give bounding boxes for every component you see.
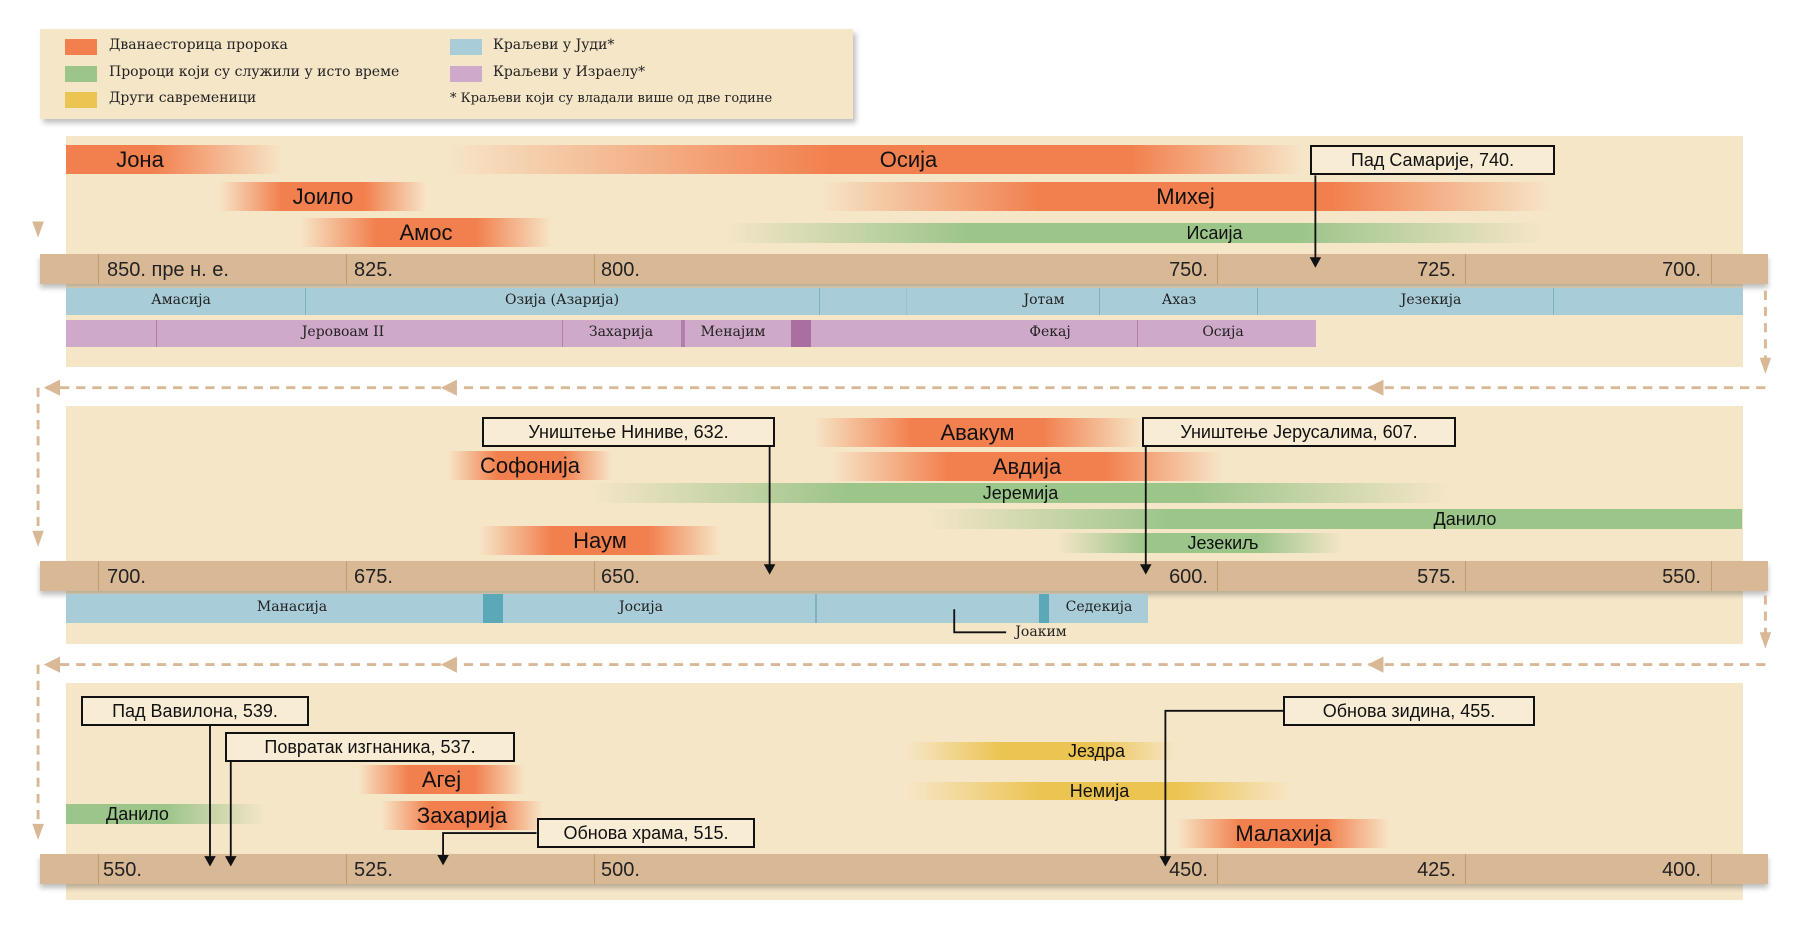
- tick-label: 725.: [1417, 259, 1456, 281]
- king-label: Манасија: [256, 599, 328, 615]
- king-label: Осија: [1202, 324, 1244, 340]
- king-label: Јотам: [1023, 292, 1065, 308]
- flow-arrowhead: [440, 656, 457, 673]
- flow-arrowhead: [32, 530, 44, 547]
- prophet-bar-haggai: Агеј: [358, 765, 525, 794]
- timeline-axis-3: 550. 525. 500. 450. 425. 400.: [40, 854, 1768, 884]
- prophet-bar-amos: Амос: [300, 218, 552, 247]
- event-walls-rebuilt: Обнова зидина, 455.: [1283, 696, 1535, 726]
- flow-arrowhead: [1367, 656, 1384, 673]
- king-label: Јосија: [619, 599, 663, 615]
- event-temple-rebuilt: Обнова храма, 515.: [537, 818, 755, 848]
- prophet-bar-zephaniah: Софонија: [448, 451, 612, 480]
- judah-kings-row-2: Манасија Јосија Седекија: [66, 594, 1148, 623]
- flow-arrowhead: [1367, 379, 1384, 396]
- king-label: Језекија: [1400, 292, 1462, 308]
- prophet-bar-daniel: Данило: [66, 804, 266, 824]
- prophet-bar-isaiah: Исаија: [721, 223, 1546, 243]
- tick-label: 675.: [354, 566, 393, 588]
- prophet-bar-hosea: Осија: [444, 145, 1304, 174]
- contemporary-bar-ezra: Јездра: [906, 741, 1177, 761]
- tick-label: 550.: [103, 859, 142, 881]
- tick-label: 850. пре н. е.: [107, 259, 229, 281]
- tick-label: 400.: [1662, 859, 1701, 881]
- prophet-bar-joel: Јоило: [219, 182, 427, 211]
- prophet-bar-ezekiel: Језекиљ: [1056, 533, 1344, 553]
- king-label: Амасија: [151, 292, 211, 308]
- legend-label: Краљеви у Јуди*: [493, 37, 615, 53]
- event-fall-of-babylon: Пад Вавилона, 539.: [81, 696, 309, 726]
- legend-label: Други савременици: [109, 90, 257, 106]
- legend: Дванаесторица пророка Пророци који су сл…: [40, 29, 853, 119]
- king-label: Озија (Азарија): [504, 292, 620, 308]
- flow-arrowhead: [1759, 357, 1772, 374]
- tick-label: 700.: [107, 566, 146, 588]
- tick-label: 425.: [1417, 859, 1456, 881]
- legend-swatch-twelve-prophets: [65, 39, 97, 55]
- tick-label: 575.: [1417, 566, 1456, 588]
- prophet-bar-malachi: Малахија: [1177, 819, 1390, 848]
- flow-arrowhead: [32, 823, 44, 840]
- tick-label: 500.: [601, 859, 640, 881]
- legend-label: Дванаесторица пророка: [109, 37, 288, 53]
- flow-arrowhead: [43, 656, 60, 673]
- legend-label: Пророци који су служили у исто време: [109, 64, 400, 80]
- king-label: Ахаз: [1161, 292, 1197, 308]
- prophet-bar-obadiah: Авдија: [831, 452, 1223, 481]
- event-fall-of-samaria: Пад Самарије, 740.: [1310, 145, 1555, 175]
- legend-swatch-other-contemporaries: [65, 92, 97, 108]
- prophet-bar-nahum: Наум: [479, 526, 721, 555]
- event-destruction-of-jerusalem: Уништење Јерусалима, 607.: [1142, 417, 1456, 447]
- tick-label: 450.: [1169, 859, 1208, 881]
- event-destruction-of-nineveh: Уништење Ниниве, 632.: [482, 417, 775, 447]
- tick-label: 525.: [354, 859, 393, 881]
- king-label: Менајим: [700, 324, 766, 340]
- prophet-bar-jeremiah: Јеремија: [588, 483, 1453, 503]
- king-label: Фекај: [1029, 324, 1071, 340]
- timeline-axis-1: 850. пре н. е. 825. 800. 750. 725. 700.: [40, 254, 1768, 284]
- judah-kings-row-1: Амасија Озија (Азарија) Јотам Ахаз Језек…: [66, 288, 1743, 315]
- prophet-bar-zechariah: Захарија: [381, 801, 543, 830]
- tick-label: 550.: [1662, 566, 1701, 588]
- legend-swatch-israel-kings: [450, 66, 482, 82]
- prophet-bar-jonah: Јона: [66, 145, 283, 174]
- prophet-bar-habakkuk: Авакум: [813, 418, 1142, 447]
- flow-arrowhead: [1759, 632, 1772, 649]
- tick-label: 600.: [1169, 566, 1208, 588]
- flow-arrowhead: [440, 379, 457, 396]
- king-label: Јеровоам II: [301, 324, 385, 340]
- tick-label: 650.: [601, 566, 640, 588]
- tick-label: 700.: [1662, 259, 1701, 281]
- tick-label: 750.: [1169, 259, 1208, 281]
- legend-swatch-contemporary-prophets: [65, 66, 97, 82]
- flow-arrowhead: [43, 379, 60, 396]
- king-label: Захарија: [588, 324, 654, 340]
- tick-label: 825.: [354, 259, 393, 281]
- timeline-axis-2: 700. 675. 650. 600. 575. 550.: [40, 561, 1768, 591]
- king-label-jehoiakim: Јоаким: [1015, 624, 1067, 640]
- legend-note: * Краљеви који су владали више од две го…: [450, 91, 773, 106]
- king-label: Седекија: [1065, 599, 1133, 615]
- event-return-of-exiles: Повратак изгнаника, 537.: [225, 732, 515, 762]
- israel-kings-row: Јеровоам II Захарија Менајим Фекај Осија: [66, 320, 1316, 347]
- contemporary-bar-nehemiah: Немија: [906, 781, 1293, 801]
- prophet-bar-daniel: Данило: [923, 509, 1742, 529]
- legend-label: Краљеви у Израелу*: [493, 64, 646, 80]
- prophet-bar-micah: Михеј: [819, 182, 1552, 211]
- flow-arrowhead: [32, 221, 44, 238]
- legend-swatch-judah-kings: [450, 39, 482, 55]
- tick-label: 800.: [601, 259, 640, 281]
